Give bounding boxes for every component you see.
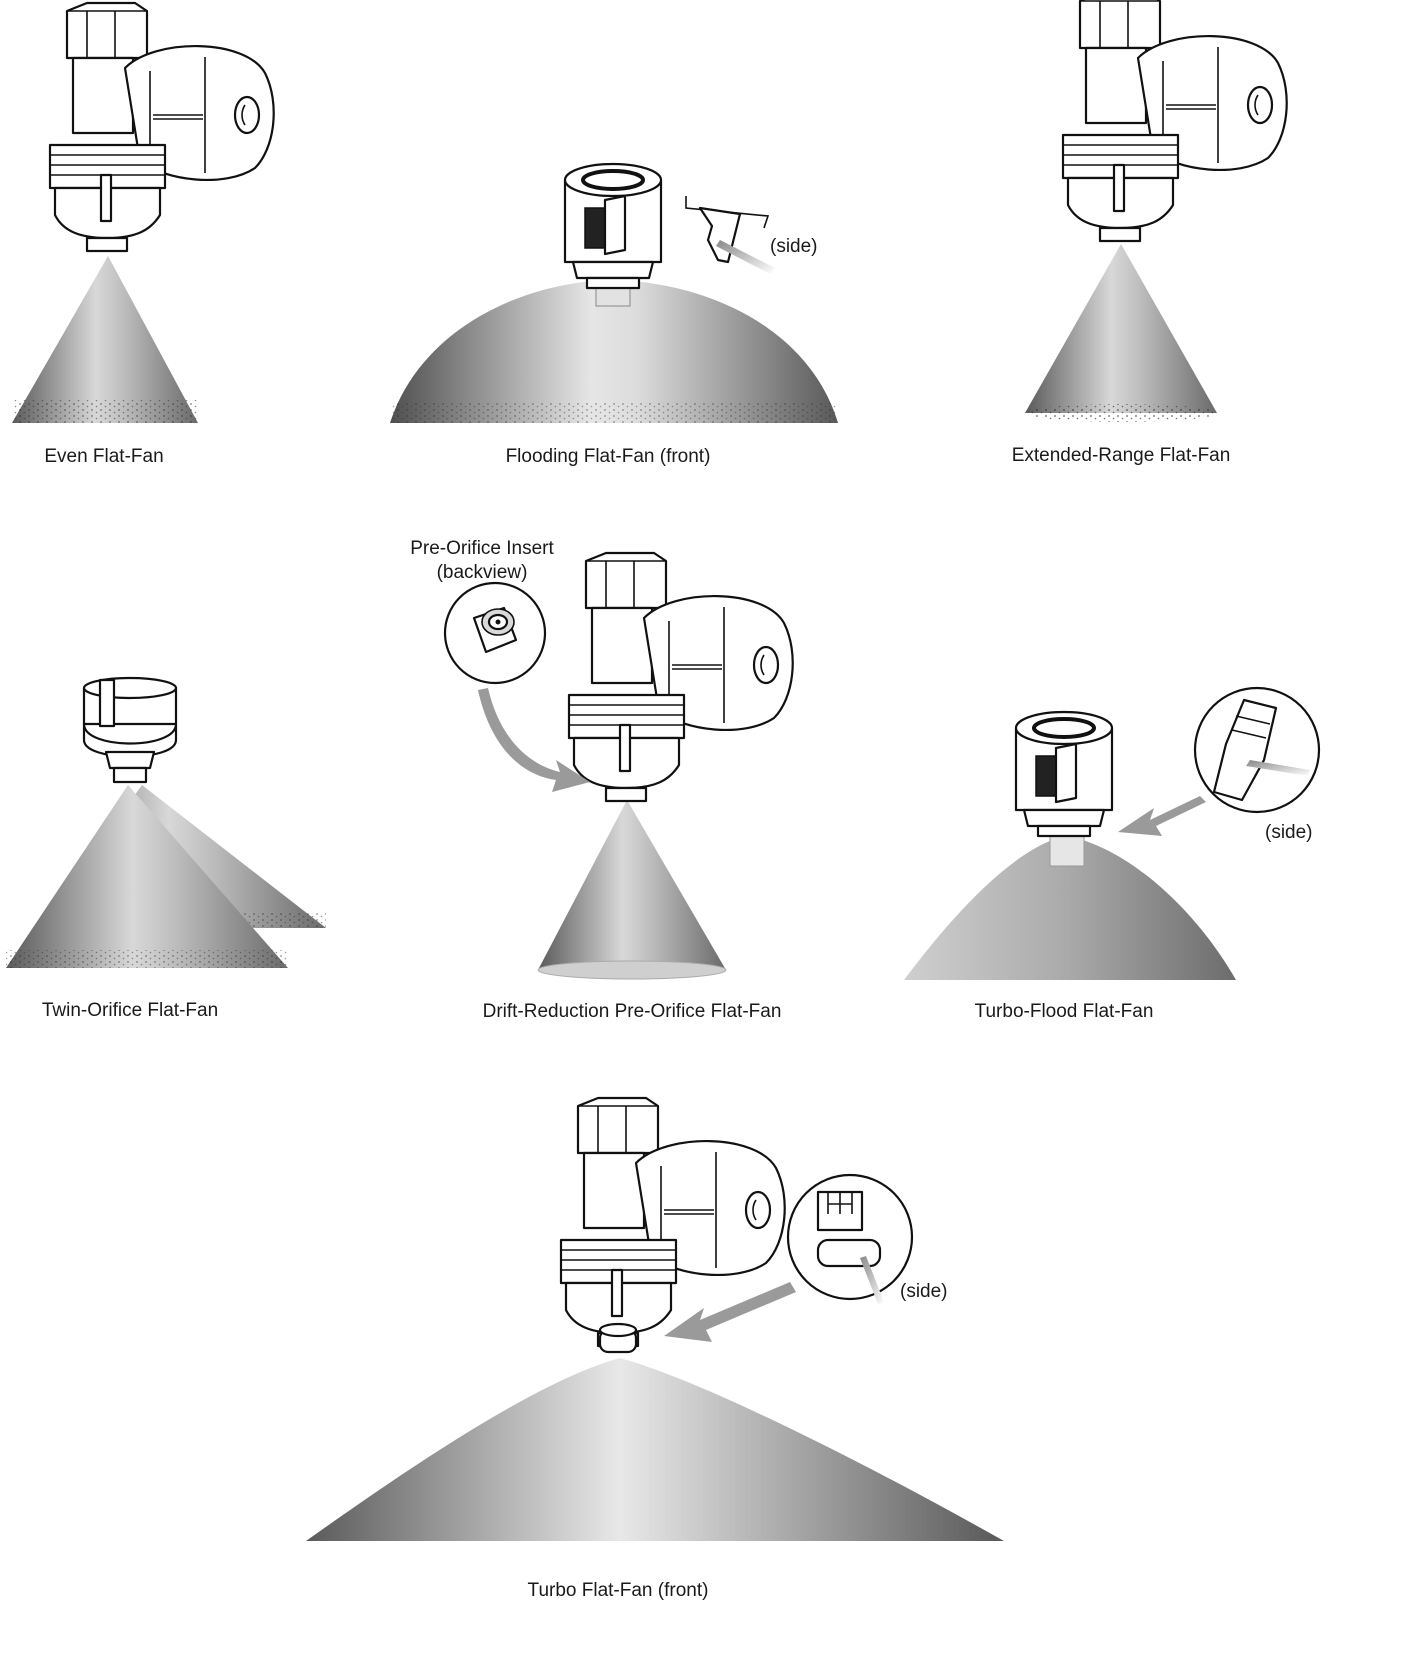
twin-front-cone	[6, 785, 288, 968]
pre-orifice-inset: Pre-Orifice Insert (backview)	[410, 538, 590, 792]
even-flat-fan: Even Flat-Fan	[12, 1, 275, 467]
turbo-flood-flat-fan: (side) Turbo-Flood Flat-Fan	[904, 686, 1321, 1022]
turbo-side-inset: (side)	[664, 1173, 948, 1342]
turbo-tip	[598, 1322, 638, 1354]
turbo-flood-spray	[904, 836, 1236, 980]
turbo-side-label: (side)	[900, 1281, 948, 1302]
pre-orifice-label-line2: (backview)	[437, 562, 528, 583]
pre-orifice-arrow	[478, 688, 590, 792]
flooding-flat-fan: (side) Flooding Flat-Fan (front)	[390, 162, 838, 467]
drift-spray-cone	[538, 800, 726, 970]
turbo-flat-fan-caption: Turbo Flat-Fan (front)	[528, 1580, 709, 1601]
flooding-side-label: (side)	[770, 236, 818, 257]
extended-range-flat-fan: Extended-Range Flat-Fan	[1012, 0, 1288, 466]
turbo-arrow	[664, 1282, 796, 1342]
even-spray-cone	[12, 256, 198, 423]
flooding-spray-dome	[390, 280, 838, 423]
extended-spray-cone	[1025, 244, 1217, 413]
twin-orifice-flat-fan: Twin-Orifice Flat-Fan	[6, 676, 326, 1021]
pre-orifice-label-line1: Pre-Orifice Insert	[410, 538, 554, 559]
extended-range-flat-fan-caption: Extended-Range Flat-Fan	[1012, 445, 1231, 466]
even-flat-fan-caption: Even Flat-Fan	[44, 446, 163, 467]
turbo-flood-arrow	[1118, 796, 1206, 836]
twin-orifice-flat-fan-caption: Twin-Orifice Flat-Fan	[42, 1000, 218, 1021]
turbo-flood-side-inset: (side)	[1118, 686, 1321, 843]
flooding-flat-fan-caption: Flooding Flat-Fan (front)	[506, 446, 711, 467]
drift-reduction-flat-fan-caption: Drift-Reduction Pre-Orifice Flat-Fan	[483, 1001, 782, 1022]
turbo-flood-side-label: (side)	[1265, 822, 1313, 843]
turbo-flood-flat-fan-caption: Turbo-Flood Flat-Fan	[975, 1001, 1154, 1022]
twin-nozzle-cap	[82, 676, 178, 784]
turbo-flat-fan: (side) Turbo Flat-Fan (front)	[306, 1096, 1004, 1601]
drift-reduction-flat-fan: Pre-Orifice Insert (backview) Drift-Redu…	[410, 538, 794, 1022]
turbo-spray-fan	[306, 1358, 1004, 1541]
flooding-side-inset: (side)	[685, 196, 818, 274]
